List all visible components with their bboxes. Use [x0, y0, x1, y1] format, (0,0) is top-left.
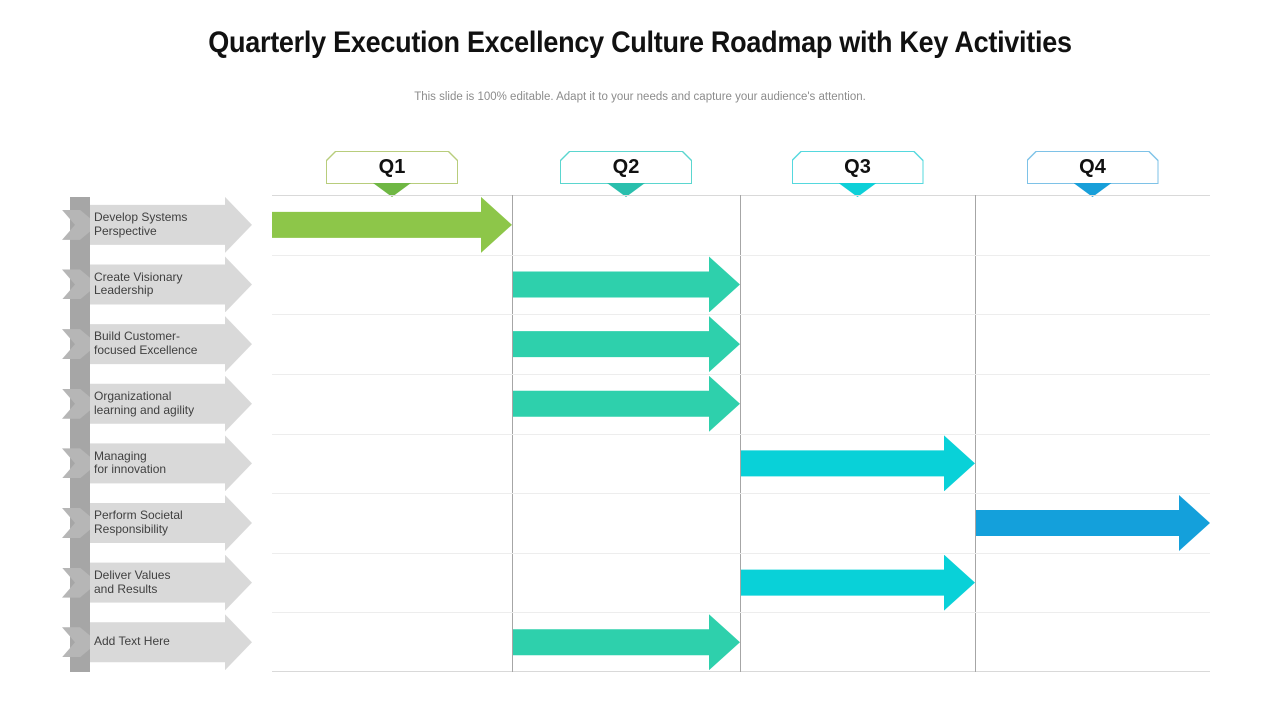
page-title: Quarterly Execution Excellency Culture R…: [208, 26, 1072, 59]
activity-label-arrow: Build Customer- focused Excellence: [90, 316, 252, 373]
activity-label-arrow: Perform Societal Responsibility: [90, 494, 252, 551]
row-separator-line: [272, 552, 1210, 554]
quarter-tab: Q1: [326, 151, 458, 184]
quarter-tab: Q2: [560, 151, 692, 184]
activity-label-arrow: Create Visionary Leadership: [90, 256, 252, 313]
activity-label: Managing for innovation: [94, 448, 167, 477]
row-separator-line: [272, 254, 1210, 256]
quarter-tab: Q4: [1027, 151, 1159, 184]
activity-label: Organizational learning and agility: [94, 388, 195, 417]
activity-label: Build Customer- focused Excellence: [94, 329, 198, 358]
row-separator-line: [272, 314, 1210, 316]
row-separator-line: [272, 612, 1210, 614]
activity-label-arrow: Develop Systems Perspective: [90, 196, 252, 253]
row-separator-line: [272, 433, 1210, 435]
activity-label-arrow: Managing for innovation: [90, 435, 252, 492]
quarter-tab-label: Q2: [561, 152, 691, 183]
quarter-tab-label: Q4: [1028, 152, 1158, 183]
row-separator-line: [272, 493, 1210, 495]
side-rail-bar: [70, 197, 90, 672]
chart-frame: [272, 195, 1210, 672]
row-separator-line: [272, 373, 1210, 375]
activity-label-arrow: Deliver Values and Results: [90, 554, 252, 611]
subtitle: This slide is 100% editable. Adapt it to…: [414, 91, 866, 103]
activity-label-arrow: Add Text Here: [90, 614, 252, 671]
activity-label: Perform Societal Responsibility: [94, 508, 183, 536]
quarter-tab-label: Q1: [327, 152, 457, 183]
activity-label: Create Visionary Leadership: [94, 269, 183, 298]
activity-label: Deliver Values and Results: [94, 567, 171, 596]
activity-label-arrow: Organizational learning and agility: [90, 375, 252, 432]
quarter-tab: Q3: [792, 151, 924, 184]
activity-label: Develop Systems Perspective: [94, 210, 188, 238]
quarter-tab-label: Q3: [793, 152, 923, 183]
activity-label: Add Text Here: [94, 634, 170, 649]
